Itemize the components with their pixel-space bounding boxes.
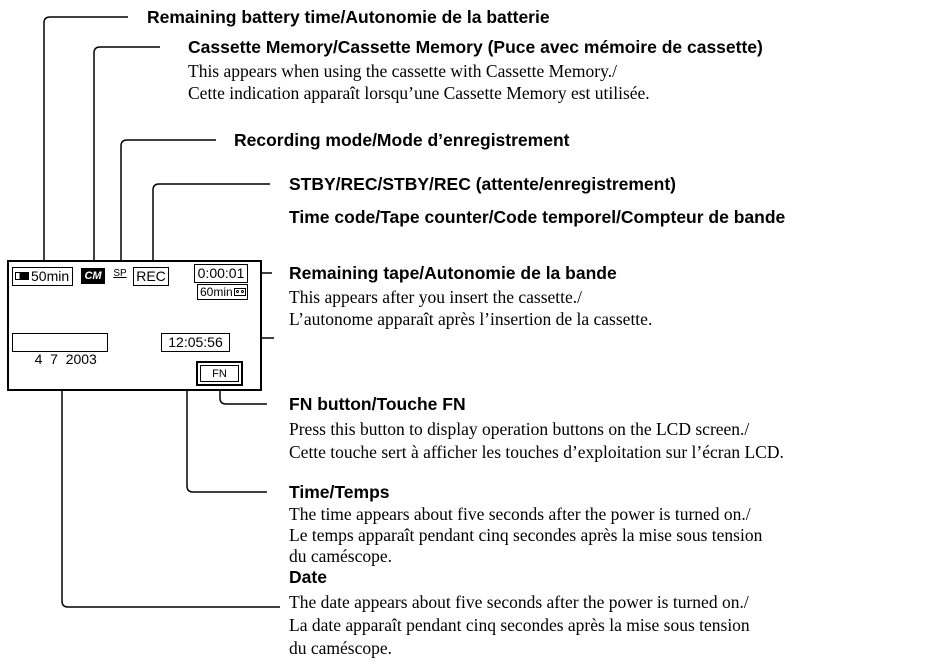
label-fn-button-title: FN button/Touche FN bbox=[289, 394, 466, 414]
recording-mode-indicator: SP bbox=[111, 268, 129, 284]
label-time-line1: The time appears about five seconds afte… bbox=[289, 504, 751, 524]
battery-icon bbox=[15, 272, 29, 280]
remaining-tape-indicator: 60min bbox=[197, 284, 248, 300]
fn-button-label: FN bbox=[212, 368, 227, 380]
label-cassette-memory-line1: This appears when using the cassette wit… bbox=[188, 61, 617, 81]
label-time-line2: Le temps apparaît pendant cinq secondes … bbox=[289, 525, 763, 545]
line-battery bbox=[43, 16, 128, 264]
label-remaining-tape-line2: L’autonome apparaît après l’insertion de… bbox=[289, 309, 653, 329]
label-date-line1: The date appears about five seconds afte… bbox=[289, 592, 749, 612]
fn-button[interactable]: FN bbox=[196, 361, 243, 386]
label-recording-mode-title: Recording mode/Mode d’enregistrement bbox=[234, 130, 570, 150]
label-time-line3: du caméscope. bbox=[289, 546, 393, 566]
label-remaining-tape-line1: This appears after you insert the casset… bbox=[289, 287, 583, 307]
line-time bbox=[186, 351, 267, 493]
time-code-value: 0:00:01 bbox=[197, 265, 245, 281]
label-cassette-memory-title: Cassette Memory/Cassette Memory (Puce av… bbox=[188, 37, 763, 57]
line-date bbox=[61, 351, 280, 608]
cassette-memory-icon: CM bbox=[81, 268, 105, 284]
battery-time: 50min bbox=[31, 268, 70, 284]
label-fn-button-line1: Press this button to display operation b… bbox=[289, 419, 750, 439]
label-date-line3: du caméscope. bbox=[289, 638, 393, 658]
time-value: 12:05:56 bbox=[168, 334, 223, 350]
line-recording-mode bbox=[120, 139, 216, 264]
label-time-code-title: Time code/Tape counter/Code temporel/Com… bbox=[289, 207, 786, 227]
cassette-memory-icon-label: CM bbox=[84, 270, 102, 282]
label-cassette-memory-line2: Cette indication apparaît lorsqu’une Cas… bbox=[188, 83, 650, 103]
label-stby-rec-title: STBY/REC/STBY/REC (attente/enregistremen… bbox=[289, 174, 677, 194]
label-battery-title: Remaining battery time/Autonomie de la b… bbox=[147, 7, 550, 27]
stby-rec-indicator: REC bbox=[133, 267, 169, 286]
battery-indicator: 50min bbox=[12, 267, 73, 286]
label-date-title: Date bbox=[289, 567, 327, 587]
cassette-icon bbox=[233, 288, 246, 296]
date-value: 4 7 2003 bbox=[34, 351, 97, 367]
line-stby-rec bbox=[152, 183, 270, 264]
label-time-title: Time/Temps bbox=[289, 482, 390, 502]
label-remaining-tape-title: Remaining tape/Autonomie de la bande bbox=[289, 263, 617, 283]
remaining-tape-value: 60min bbox=[200, 285, 233, 299]
recording-mode-label: SP bbox=[113, 268, 127, 279]
time-code-indicator: 0:00:01 bbox=[194, 264, 248, 283]
label-date-line2: La date apparaît pendant cinq secondes a… bbox=[289, 615, 750, 635]
line-cassette-memory bbox=[93, 46, 160, 264]
line-fn-button bbox=[219, 382, 267, 405]
label-fn-button-line2: Cette touche sert à afficher les touches… bbox=[289, 442, 784, 462]
status-label: REC bbox=[136, 268, 166, 284]
date-indicator: 4 7 2003 bbox=[12, 333, 108, 367]
time-indicator: 12:05:56 bbox=[161, 333, 230, 352]
